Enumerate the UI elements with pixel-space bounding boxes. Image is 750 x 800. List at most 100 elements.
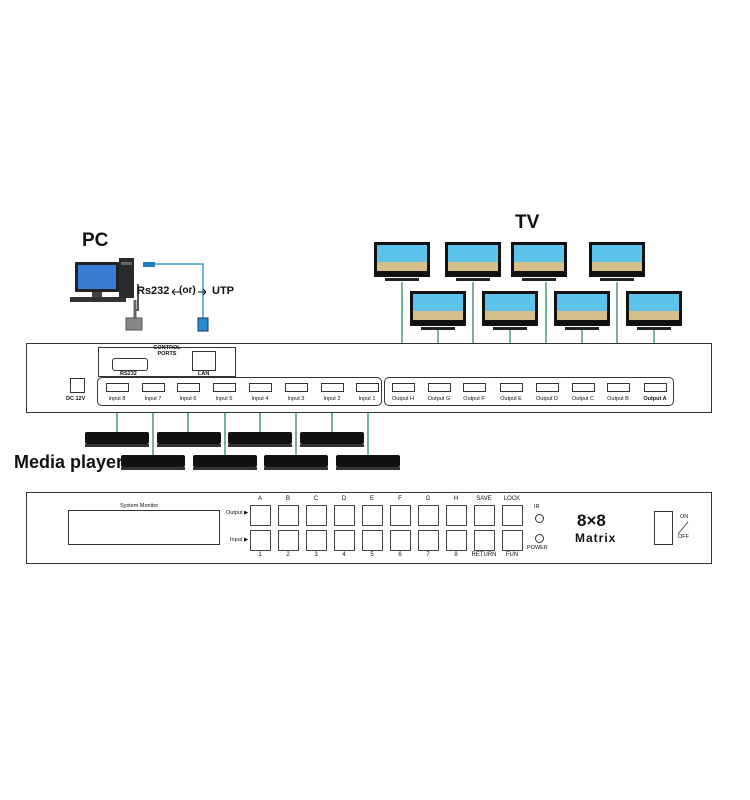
fun-label: FUN <box>505 552 519 558</box>
utp-link-label: UTP <box>212 285 234 297</box>
media-player-icon <box>85 432 149 447</box>
input-button-1[interactable] <box>250 530 271 551</box>
on-label: ON <box>680 514 689 520</box>
button-number: 5 <box>370 552 374 558</box>
power-led <box>535 534 544 543</box>
button-number: 2 <box>286 552 290 558</box>
power-switch[interactable] <box>654 511 673 545</box>
output-port-label: Output C <box>571 396 594 402</box>
output-button-f[interactable] <box>390 505 411 526</box>
dc-power-jack[interactable] <box>70 378 85 393</box>
input-row-label: Input <box>230 537 243 543</box>
input-port-label: Input 4 <box>251 396 269 402</box>
save-label: SAVE <box>476 496 492 502</box>
tv-icon <box>410 291 466 330</box>
return-label: RETURN <box>471 552 497 558</box>
tv-icon <box>445 242 501 281</box>
output-port-label: Output G <box>427 396 451 402</box>
tv-icon <box>374 242 430 281</box>
button-letter: A <box>257 496 262 502</box>
hdmi-input-port[interactable] <box>356 383 379 392</box>
utp-cable-icon <box>143 262 209 332</box>
rs232-port[interactable] <box>112 358 148 371</box>
lock-label: LOCK <box>503 496 521 502</box>
input-button-3[interactable] <box>306 530 327 551</box>
hdmi-input-port[interactable] <box>177 383 200 392</box>
matrix-size-label: 8×8 <box>577 511 606 530</box>
hdmi-output-port[interactable] <box>572 383 595 392</box>
button-number: 4 <box>342 552 346 558</box>
hdmi-output-port[interactable] <box>463 383 486 392</box>
button-letter: F <box>398 496 402 502</box>
tv-icon <box>589 242 645 281</box>
output-button-a[interactable] <box>250 505 271 526</box>
dc-label: DC 12V <box>66 396 86 402</box>
hdmi-output-port[interactable] <box>536 383 559 392</box>
button-number: 3 <box>314 552 318 558</box>
ir-label: IR <box>534 504 540 510</box>
media-player-icon <box>157 432 221 447</box>
power-label: POWER <box>527 545 548 551</box>
input-port-label: Input 6 <box>179 396 197 402</box>
hdmi-output-port[interactable] <box>392 383 415 392</box>
hdmi-input-port[interactable] <box>106 383 129 392</box>
hdmi-input-port[interactable] <box>213 383 236 392</box>
save-button[interactable] <box>474 505 495 526</box>
hdmi-input-port[interactable] <box>142 383 165 392</box>
hdmi-output-port[interactable] <box>607 383 630 392</box>
hdmi-output-port[interactable] <box>428 383 451 392</box>
input-button-6[interactable] <box>390 530 411 551</box>
input-button-5[interactable] <box>362 530 383 551</box>
output-port-label: Output D <box>535 396 558 402</box>
input-port-label: Input 2 <box>323 396 341 402</box>
output-button-e[interactable] <box>362 505 383 526</box>
button-letter: B <box>285 496 290 502</box>
button-number: 7 <box>426 552 430 558</box>
lock-button[interactable] <box>502 505 523 526</box>
output-port-label: Output F <box>463 396 485 402</box>
input-button-4[interactable] <box>334 530 355 551</box>
media-player-icon <box>300 432 364 447</box>
button-number: 1 <box>258 552 262 558</box>
control-ports-box <box>98 347 236 377</box>
tv-icon <box>482 291 538 330</box>
tv-icon <box>554 291 610 330</box>
button-letter: E <box>369 496 374 502</box>
rs232-link-label: Rs232 <box>137 285 170 297</box>
media-player-label: Media player <box>14 452 124 472</box>
media-player-icon <box>193 455 257 470</box>
hdmi-input-port[interactable] <box>321 383 344 392</box>
button-letter: G <box>425 496 431 502</box>
matrix-word-label: Matrix <box>575 531 617 545</box>
output-port-label: Output A <box>643 396 667 402</box>
media-player-icons <box>85 432 400 470</box>
button-number: 6 <box>398 552 402 558</box>
fun-button[interactable] <box>502 530 523 551</box>
output-button-c[interactable] <box>306 505 327 526</box>
input-button-8[interactable] <box>446 530 467 551</box>
hdmi-output-port[interactable] <box>644 383 667 392</box>
input-port-label: Input 7 <box>144 396 162 402</box>
or-link-label: (or) <box>179 285 196 296</box>
hdmi-input-port[interactable] <box>285 383 308 392</box>
return-button[interactable] <box>474 530 495 551</box>
hdmi-input-port[interactable] <box>249 383 272 392</box>
input-port-label: Input 5 <box>215 396 233 402</box>
button-number: 8 <box>454 552 458 558</box>
pc-label: PC <box>82 230 109 251</box>
output-button-b[interactable] <box>278 505 299 526</box>
input-button-2[interactable] <box>278 530 299 551</box>
tv-icon-row-top <box>374 242 645 281</box>
output-button-h[interactable] <box>446 505 467 526</box>
output-button-g[interactable] <box>418 505 439 526</box>
hdmi-output-port[interactable] <box>500 383 523 392</box>
output-button-d[interactable] <box>334 505 355 526</box>
tv-icon <box>511 242 567 281</box>
front-panel <box>26 492 712 564</box>
tv-icon-row-bottom <box>410 291 682 330</box>
tv-icon <box>626 291 682 330</box>
lan-port[interactable] <box>192 351 216 371</box>
output-port-label: Output B <box>607 396 629 402</box>
input-button-7[interactable] <box>418 530 439 551</box>
